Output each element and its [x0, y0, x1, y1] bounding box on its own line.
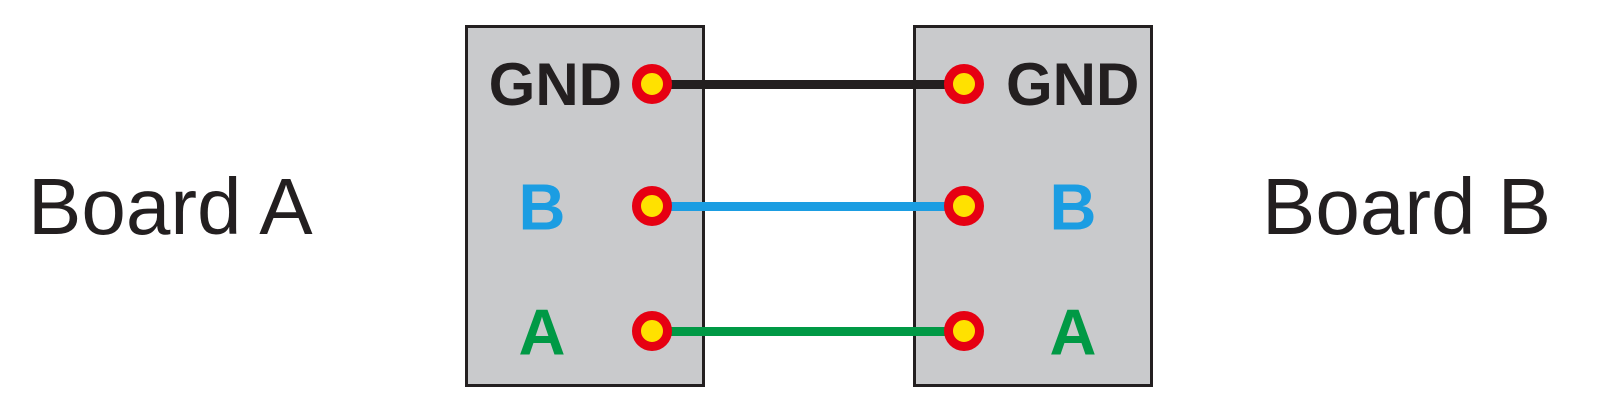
board-b-pin-label-a: A — [1049, 295, 1097, 369]
wire-gnd — [652, 80, 964, 89]
board-a-pin-label-a: A — [518, 295, 566, 369]
board-a-pin-label-gnd: GND — [488, 51, 622, 118]
wire-a — [652, 327, 964, 336]
board-b-pin-label-gnd: GND — [1006, 51, 1140, 118]
board-b-terminal-gnd — [944, 64, 984, 104]
board-b-pin-label-b: B — [1049, 170, 1097, 244]
board-a-pin-label-b: B — [518, 170, 566, 244]
board-b-title: Board B — [1262, 162, 1552, 251]
board-b-terminal-b — [944, 186, 984, 226]
wire-b — [652, 202, 964, 211]
board-a-title: Board A — [28, 162, 313, 251]
board-a-terminal-a — [632, 311, 672, 351]
board-a-terminal-gnd — [632, 64, 672, 104]
board-b-terminal-a — [944, 311, 984, 351]
board-a-terminal-b — [632, 186, 672, 226]
